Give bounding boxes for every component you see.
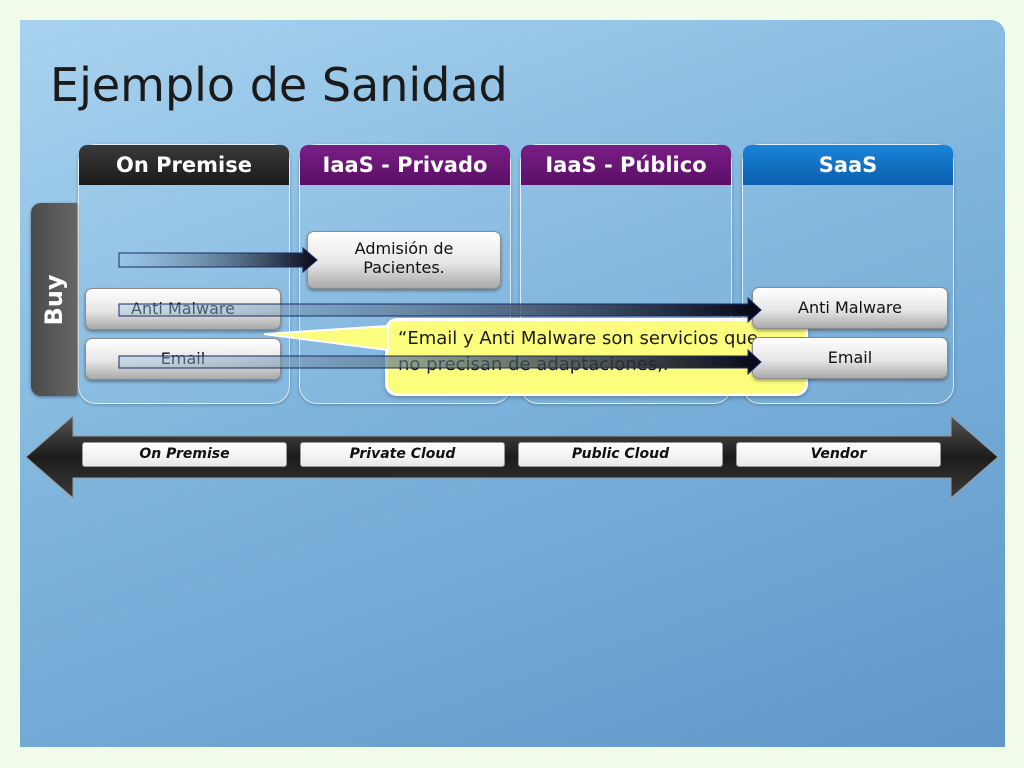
column-header-iaas-privado: IaaS - Privado: [300, 145, 510, 185]
buy-tab: [31, 203, 77, 396]
slide-title: Ejemplo de Sanidad: [50, 58, 508, 112]
arrow-email: [118, 348, 762, 376]
column-header-saas: SaaS: [743, 145, 953, 185]
arrow-anti-malware: [118, 296, 762, 324]
deployment-axis: [25, 414, 999, 500]
column-header-on-premise: On Premise: [79, 145, 289, 185]
callout-pointer: [263, 324, 389, 352]
slide-canvas: Ejemplo de Sanidad On Premise IaaS - Pri…: [20, 20, 1005, 747]
arrow-to-admision: [118, 246, 318, 274]
admision-pacientes-box: Admisión de Pacientes.: [307, 231, 501, 289]
axis-label-vendor: Vendor: [736, 442, 941, 467]
anti-malware-right-box: Anti Malware: [752, 287, 948, 329]
anti-malware-right-label: Anti Malware: [798, 298, 902, 317]
axis-label-public-cloud: Public Cloud: [518, 442, 723, 467]
email-right-label: Email: [827, 348, 873, 367]
flow-arrows: [118, 246, 762, 376]
axis-label-private-cloud: Private Cloud: [300, 442, 505, 467]
email-right-box: Email: [752, 337, 948, 379]
axis-label-on-premise: On Premise: [82, 442, 287, 467]
admision-line-1: Admisión de: [354, 239, 454, 258]
column-header-iaas-publico: IaaS - Público: [521, 145, 731, 185]
admision-line-2: Pacientes.: [363, 258, 445, 277]
